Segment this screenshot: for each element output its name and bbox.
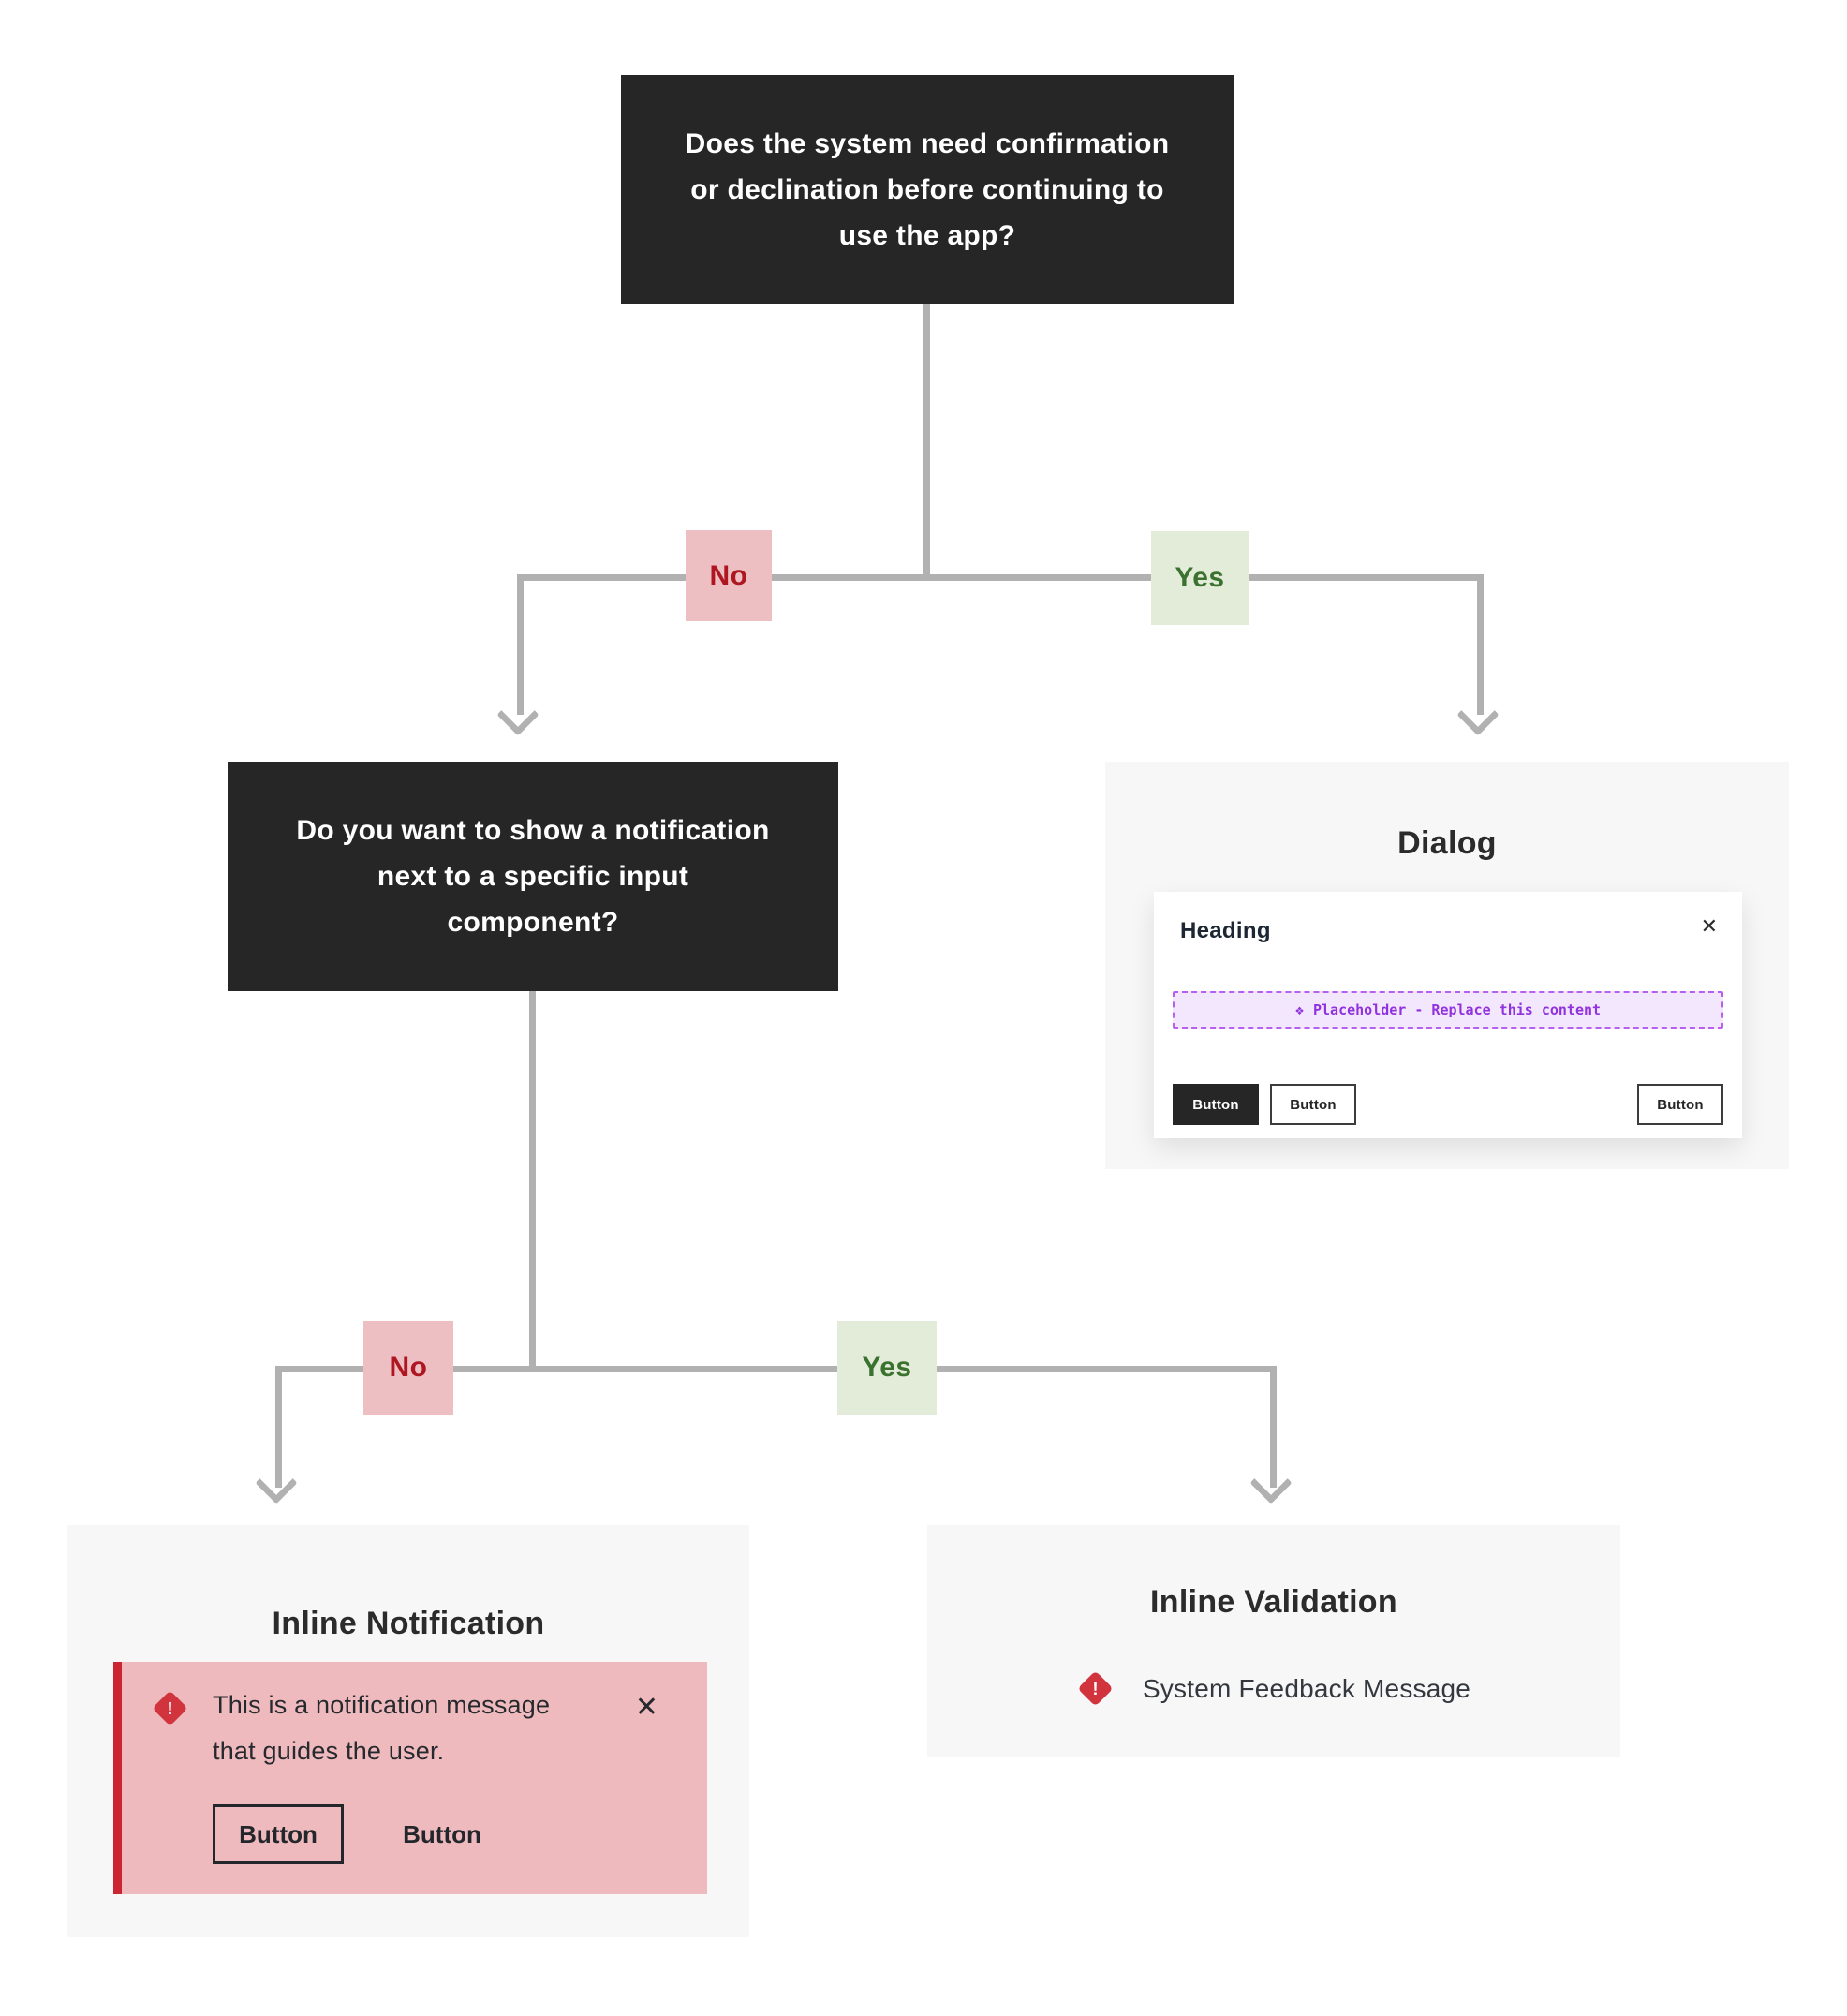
connector-leg-yes-1 <box>1477 574 1484 715</box>
dialog-mockup: Heading ✕ ❖ Placeholder - Replace this c… <box>1154 892 1742 1138</box>
branch-label-yes-1: Yes <box>1151 531 1249 625</box>
dialog-panel: Dialog Heading ✕ ❖ Placeholder - Replace… <box>1105 762 1789 1169</box>
placeholder-label: Placeholder - Replace this content <box>1312 1001 1602 1018</box>
system-feedback-message: System Feedback Message <box>1142 1674 1471 1703</box>
notification-mockup: ! This is a notification message that gu… <box>113 1662 707 1894</box>
notification-message-line2: that guides the user. <box>213 1737 445 1765</box>
question-node-input-notification-text: Do you want to show a notification next … <box>296 815 770 938</box>
branch-label-yes-text: Yes <box>1175 562 1225 593</box>
arrow-down-icon <box>1249 1461 1293 1505</box>
warning-icon: ! <box>152 1690 188 1727</box>
connector-crossbar-2 <box>275 1366 1277 1372</box>
question-node-confirmation: Does the system need confirmation or dec… <box>621 75 1234 304</box>
warning-icon-glyph: ! <box>1092 1679 1099 1698</box>
inline-validation-title: Inline Validation <box>1150 1584 1397 1620</box>
close-icon[interactable]: ✕ <box>1700 914 1718 938</box>
inline-validation-panel: Inline Validation ! System Feedback Mess… <box>927 1525 1620 1757</box>
arrow-down-icon <box>255 1461 298 1505</box>
branch-label-no-2: No <box>363 1321 453 1415</box>
arrow-down-icon <box>496 693 539 736</box>
close-icon[interactable]: ✕ <box>634 1692 658 1723</box>
placeholder-diamond-icon: ❖ <box>1294 1001 1304 1018</box>
notification-message-line1: This is a notification message <box>213 1691 551 1719</box>
inline-notification-panel: Inline Notification ! This is a notifica… <box>67 1525 749 1937</box>
warning-icon: ! <box>1077 1670 1114 1707</box>
branch-label-yes-text: Yes <box>862 1352 912 1383</box>
placeholder-slot: ❖ Placeholder - Replace this content <box>1173 991 1723 1029</box>
dialog-secondary-button[interactable]: Button <box>1270 1084 1356 1125</box>
connector-leg-yes-2 <box>1270 1366 1277 1488</box>
dialog-panel-title: Dialog <box>1397 825 1497 861</box>
arrow-down-icon <box>1456 693 1500 736</box>
notification-ghost-button[interactable]: Button <box>403 1819 481 1848</box>
branch-label-no-text: No <box>709 559 748 591</box>
warning-icon-glyph: ! <box>167 1698 173 1718</box>
notification-primary-button[interactable]: Button <box>213 1804 344 1864</box>
branch-label-no-1: No <box>686 530 772 621</box>
dialog-button-row: Button Button Button <box>1173 1084 1723 1125</box>
branch-label-yes-2: Yes <box>837 1321 937 1415</box>
question-node-confirmation-text: Does the system need confirmation or dec… <box>685 128 1170 251</box>
warning-icon-wrap: ! <box>1077 1670 1115 1708</box>
inline-notification-title: Inline Notification <box>272 1606 545 1641</box>
connector-crossbar-1 <box>517 574 1484 581</box>
notification-message: This is a notification message that guid… <box>213 1682 550 1774</box>
connector-leg-no-2 <box>275 1366 282 1488</box>
connector-stem-1 <box>924 304 930 578</box>
connector-stem-2 <box>529 991 536 1370</box>
question-node-input-notification: Do you want to show a notification next … <box>228 762 838 991</box>
dialog-primary-button[interactable]: Button <box>1173 1084 1259 1125</box>
system-feedback-row: ! System Feedback Message <box>927 1670 1620 1708</box>
branch-label-no-text: No <box>389 1352 428 1383</box>
dialog-heading: Heading <box>1180 918 1271 943</box>
dialog-tertiary-button[interactable]: Button <box>1637 1084 1723 1125</box>
connector-leg-no-1 <box>517 574 524 715</box>
